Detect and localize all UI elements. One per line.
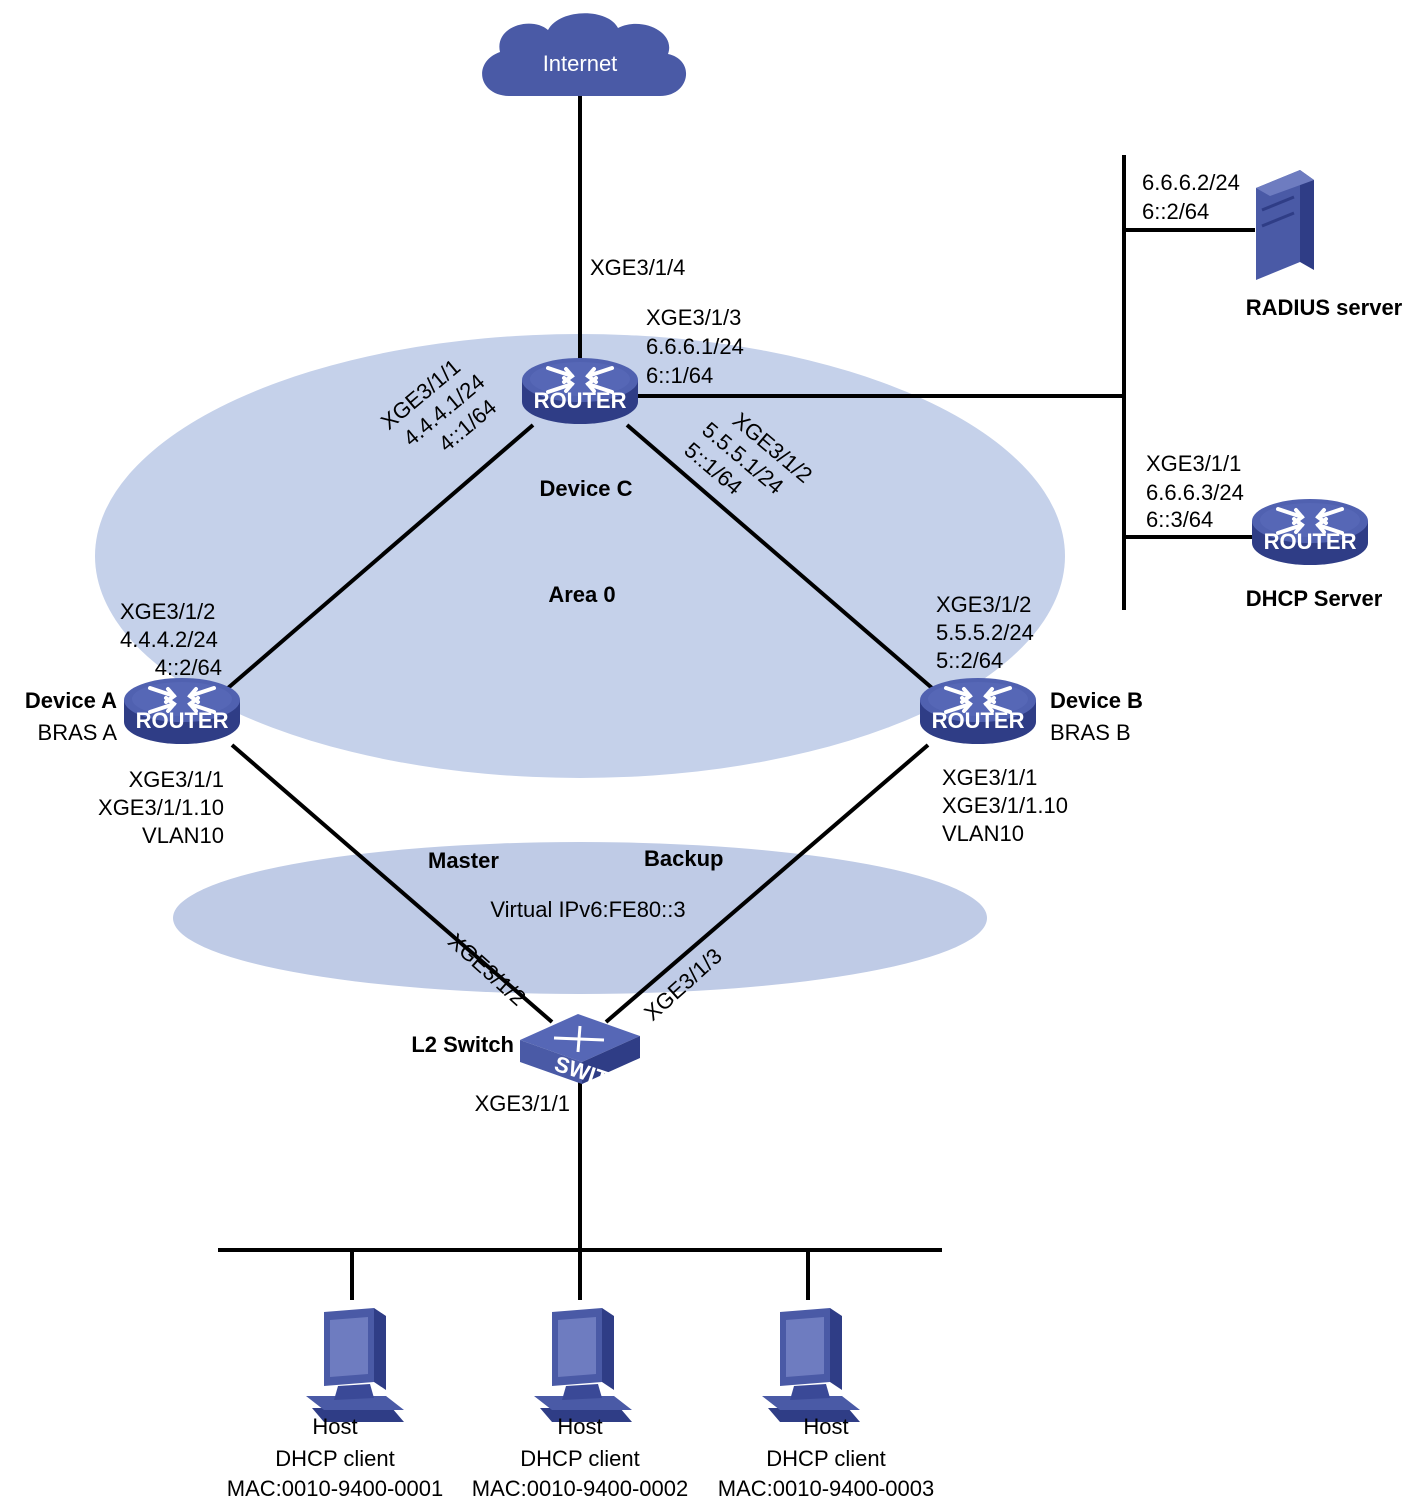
device-c-server-port: XGE3/1/3 (646, 305, 741, 330)
router-badge: ROUTER (136, 708, 229, 733)
device-c-server-ipv6: 6::1/64 (646, 363, 713, 388)
dhcp-server-ipv6: 6::3/64 (1146, 507, 1213, 532)
device-a-down-port: XGE3/1/1 (129, 767, 224, 792)
device-a-router-icon: ROUTER (122, 676, 242, 746)
device-c-router-icon: ROUTER (520, 356, 640, 426)
device-b-down-vlan: VLAN10 (942, 821, 1024, 846)
router-badge: ROUTER (932, 708, 1025, 733)
device-b-up-ipv6: 5::2/64 (936, 648, 1003, 673)
host-1-title: Host (312, 1414, 357, 1439)
l2-switch-name: L2 Switch (411, 1032, 514, 1057)
host-1-pc-icon (306, 1308, 404, 1422)
link-b-switch (604, 743, 930, 1024)
host-3-title: Host (803, 1414, 848, 1439)
device-c-uplink-port: XGE3/1/4 (590, 255, 685, 280)
host-3-role: DHCP client (766, 1446, 885, 1471)
router-badge: ROUTER (534, 388, 627, 413)
device-a-up-ipv4: 4.4.4.2/24 (120, 627, 218, 652)
device-b-name: Device B (1050, 688, 1143, 713)
host-2-title: Host (557, 1414, 602, 1439)
area-0-label: Area 0 (548, 582, 615, 607)
host-1-role: DHCP client (275, 1446, 394, 1471)
dhcp-server-name: DHCP Server (1246, 586, 1383, 611)
radius-ipv6: 6::2/64 (1142, 199, 1209, 224)
link-c-b (625, 423, 934, 690)
host-1-mac: MAC:0010-9400-0001 (227, 1476, 443, 1501)
device-c-server-ipv4: 6.6.6.1/24 (646, 334, 744, 359)
vrrp-backup-label: Backup (644, 846, 723, 871)
host-3-pc-icon (762, 1308, 860, 1422)
dhcp-server-port: XGE3/1/1 (1146, 451, 1241, 476)
link-c-a (226, 423, 535, 690)
device-a-name: Device A (25, 688, 117, 713)
host-2-pc-icon (534, 1308, 632, 1422)
device-b-role: BRAS B (1050, 720, 1131, 745)
radius-server-icon (1256, 170, 1314, 280)
device-a-role: BRAS A (38, 720, 118, 745)
device-a-up-ipv6: 4::2/64 (155, 655, 222, 680)
device-b-router-icon: ROUTER (918, 676, 1038, 746)
link-a-switch (230, 743, 554, 1024)
device-b-down-port: XGE3/1/1 (942, 765, 1037, 790)
device-b-up-ipv4: 5.5.5.2/24 (936, 620, 1034, 645)
vrrp-master-label: Master (428, 848, 499, 873)
vrrp-group-region (173, 842, 987, 994)
dhcp-server-ipv4: 6.6.6.3/24 (1146, 480, 1244, 505)
radius-ipv4: 6.6.6.2/24 (1142, 170, 1240, 195)
device-b-up-port: XGE3/1/2 (936, 592, 1031, 617)
device-a-down-vlan: VLAN10 (142, 823, 224, 848)
internet-label: Internet (543, 51, 618, 76)
host-3-mac: MAC:0010-9400-0003 (718, 1476, 934, 1501)
radius-server-name: RADIUS server (1246, 295, 1403, 320)
vrrp-virtual-ip: Virtual IPv6:FE80::3 (490, 897, 685, 922)
router-badge: ROUTER (1264, 529, 1357, 554)
internet-cloud-icon (482, 13, 687, 96)
host-2-mac: MAC:0010-9400-0002 (472, 1476, 688, 1501)
device-a-down-subif: XGE3/1/1.10 (98, 795, 224, 820)
area-0-region (95, 334, 1065, 778)
device-c-name: Device C (540, 476, 633, 501)
host-2-role: DHCP client (520, 1446, 639, 1471)
device-b-down-subif: XGE3/1/1.10 (942, 793, 1068, 818)
dhcp-server-router-icon: ROUTER (1250, 497, 1370, 567)
device-a-up-port: XGE3/1/2 (120, 599, 215, 624)
switch-port-down: XGE3/1/1 (475, 1091, 570, 1116)
